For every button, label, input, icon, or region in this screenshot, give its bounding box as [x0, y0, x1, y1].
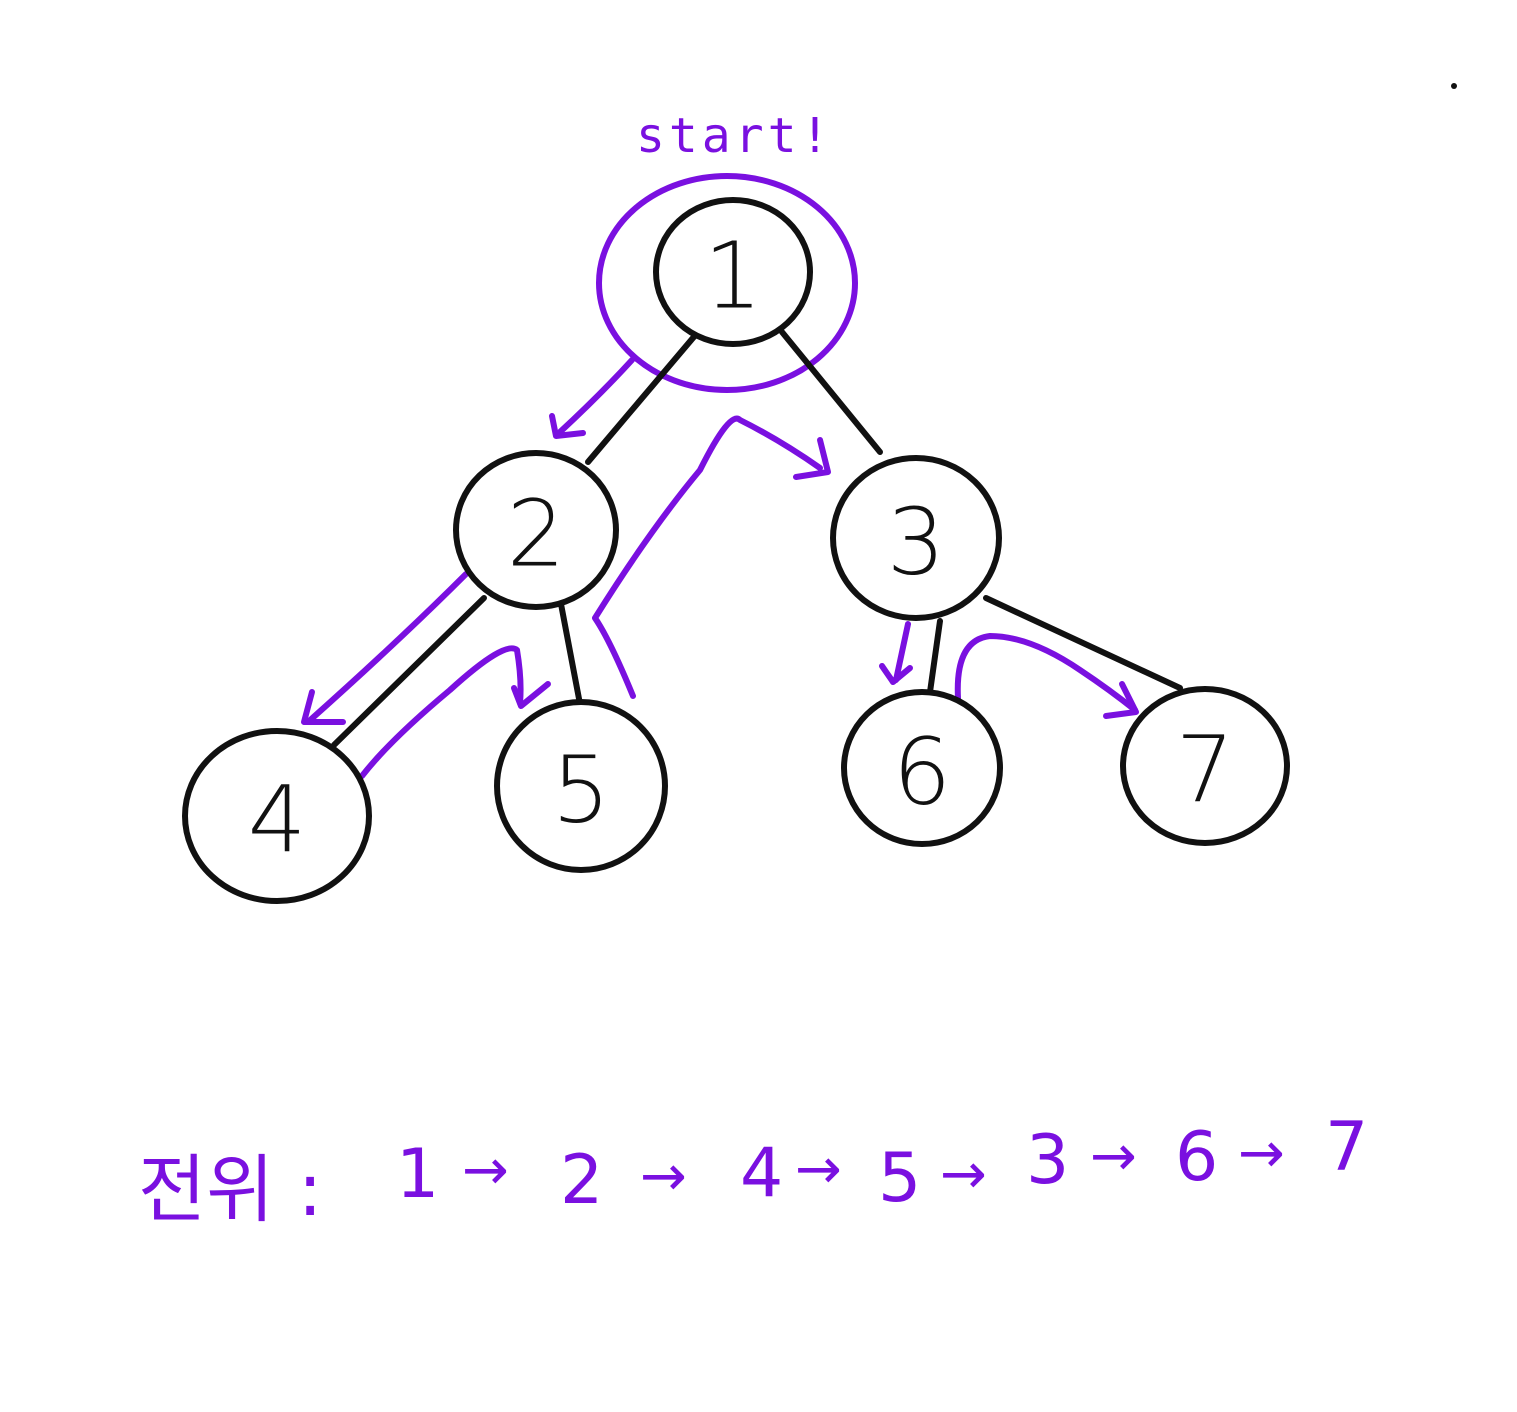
- traversal-step-4: 5: [878, 1139, 921, 1218]
- edge-2-to-5: [558, 601, 583, 707]
- node-label-5: 5: [552, 737, 611, 844]
- node-label-7: 7: [1176, 717, 1235, 824]
- traversal-result: 전위 : 1→2→4→5→3→6→7: [138, 1108, 1368, 1233]
- path-arrow-2-to-4: [305, 571, 469, 725]
- traversal-arrow-4: →: [940, 1142, 987, 1207]
- traversal-label: 전위 :: [138, 1147, 323, 1233]
- node-circle-5: [494, 699, 668, 873]
- tree-node-4: 4: [182, 728, 372, 904]
- tree-node-3: 3: [830, 455, 1002, 621]
- path-arrow-4-to-5: [359, 645, 524, 779]
- traversal-step-2: 2: [560, 1141, 603, 1220]
- node-label-1: 1: [704, 223, 763, 330]
- node-circle-7: [1120, 686, 1290, 846]
- start-highlight-ring: [596, 173, 858, 393]
- traversal-arrow-1: →: [462, 1138, 509, 1203]
- path-arrowhead-5-to-3: [793, 437, 831, 480]
- node-label-3: 3: [887, 489, 946, 596]
- tree-nodes: 1 2 3 4 5 6 7: [182, 197, 1290, 904]
- traversal-arrow-3: →: [795, 1137, 842, 1202]
- node-label-2: 2: [507, 481, 566, 588]
- path-arrowhead-3-to-6: [879, 663, 913, 685]
- path-arrowhead-6-to-7: [1103, 681, 1139, 719]
- traversal-sequence: 1→2→4→5→3→6→7: [396, 1108, 1368, 1220]
- tree-node-2: 2: [453, 450, 619, 610]
- traversal-step-7: 7: [1325, 1108, 1368, 1187]
- traversal-path: [301, 357, 1139, 779]
- traversal-step-5: 3: [1026, 1121, 1069, 1200]
- traversal-step-1: 1: [396, 1135, 439, 1214]
- path-arrowhead-2-to-4: [301, 689, 346, 725]
- node-circle-4: [182, 728, 372, 904]
- edge-1-to-3: [779, 329, 883, 455]
- path-arrow-5-to-3: [592, 415, 823, 699]
- start-label: start!: [636, 108, 833, 164]
- edge-3-to-6: [927, 618, 943, 695]
- tree-edges: [331, 329, 1183, 748]
- node-label-6: 6: [893, 719, 952, 826]
- traversal-arrow-2: →: [640, 1144, 687, 1209]
- node-circle-6: [841, 689, 1003, 847]
- node-circle-3: [830, 455, 1002, 621]
- edge-1-to-2: [585, 329, 701, 465]
- traversal-step-6: 6: [1175, 1118, 1218, 1197]
- path-arrow-6-to-7: [954, 633, 1138, 713]
- node-label-4: 4: [248, 767, 307, 874]
- stray-dot: [1451, 83, 1457, 89]
- traversal-arrow-6: →: [1238, 1121, 1285, 1186]
- traversal-step-3: 4: [740, 1134, 783, 1213]
- traversal-arrow-5: →: [1090, 1124, 1137, 1189]
- tree-node-5: 5: [494, 699, 668, 873]
- edge-3-to-7: [983, 595, 1183, 691]
- tree-node-7: 7: [1120, 686, 1290, 846]
- tree-node-1: 1: [653, 197, 813, 347]
- edge-2-to-4: [331, 595, 487, 748]
- path-arrowhead-4-to-5: [511, 681, 551, 709]
- node-circle-2: [453, 450, 619, 610]
- tree-node-6: 6: [841, 689, 1003, 847]
- path-arrowhead-1-to-2: [549, 413, 586, 439]
- node-circle-1: [653, 197, 813, 347]
- path-arrow-1-to-2: [557, 357, 635, 435]
